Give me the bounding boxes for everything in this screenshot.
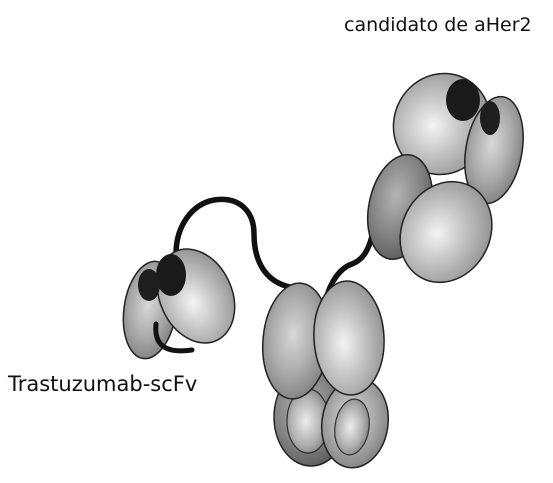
candidate-domains [359,57,531,298]
trastuzumab-scfv-label: Trastuzumab-scFv [8,372,197,396]
trastuzumab-scfv-domains [117,236,249,362]
central-domains [258,279,394,472]
candidate-label: candidato de aHer2 [344,14,532,36]
